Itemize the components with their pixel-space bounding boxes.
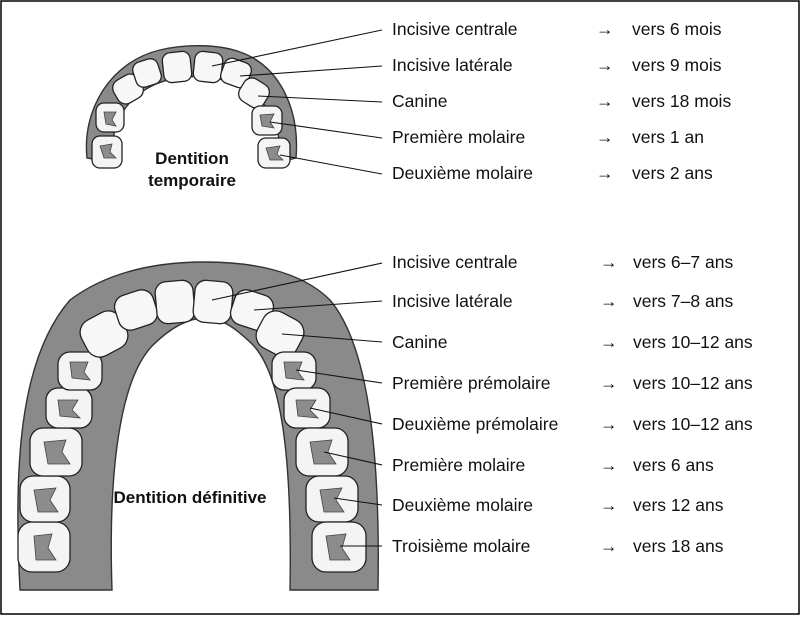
temp-groove [259,113,275,129]
permanent-leaders [211,262,383,547]
perm-label: Première molaire [392,455,525,475]
leader-line [295,369,383,384]
perm-label: Incisive centrale [392,252,517,272]
temp-groove [265,145,284,161]
arrow-glyph: → [600,252,618,272]
temp-tooth-central-left [161,50,193,84]
temp-groove [99,143,117,159]
perm-groove [283,361,305,381]
leader-line [211,262,383,301]
perm-tooth-central-right [192,279,234,325]
temp-label: Incisive centrale [392,19,517,39]
perm-age: vers 10–12 ans [633,373,753,393]
perm-label: Première prémolaire [392,373,551,393]
permanent-title: Dentition définitive [114,488,267,507]
leader-line [323,451,383,466]
temporary-arch: Dentition temporaire [85,45,298,190]
temporary-title-line1: Dentition [155,149,229,168]
temp-label: Incisive latérale [392,55,513,75]
arrow-glyph: → [600,455,618,475]
perm-age: vers 6 ans [633,455,714,475]
leader-line [309,407,383,425]
perm-tooth-canine-right [255,310,305,358]
perm-groove [295,399,320,419]
arrow-glyph: → [600,495,618,515]
temp-groove [103,111,117,127]
temp-age: vers 2 ans [632,163,713,183]
perm-groove [319,487,345,513]
temp-age: vers 1 an [632,127,704,147]
perm-label: Canine [392,332,447,352]
temp-tooth-lateral-left [132,58,162,88]
arrow-glyph: → [596,127,614,147]
leader-line [281,333,383,343]
permanent-arch: Dentition définitive [17,261,379,591]
temp-age: vers 6 mois [632,19,722,39]
temp-tooth-central-right [192,50,224,84]
arrow-glyph: → [600,414,618,434]
perm-age: vers 6–7 ans [633,252,733,272]
temporary-title-line2: temporaire [148,171,236,190]
perm-tooth-lateral-left [113,289,159,331]
arrow-glyph: → [600,332,618,352]
temp-label: Première molaire [392,127,525,147]
perm-groove [325,533,351,561]
temp-age: vers 9 mois [632,55,722,75]
perm-groove [33,487,59,513]
arrow-glyph: → [596,91,614,111]
perm-groove [309,439,337,465]
perm-groove [33,533,57,561]
leader-line [239,65,383,77]
perm-label: Deuxième molaire [392,495,533,515]
arrow-glyph: → [596,55,614,75]
perm-age: vers 10–12 ans [633,332,753,352]
temp-label: Deuxième molaire [392,163,533,183]
perm-age: vers 7–8 ans [633,291,733,311]
temp-age: vers 18 mois [632,91,731,111]
perm-label: Incisive latérale [392,291,513,311]
arrow-glyph: → [596,163,614,183]
perm-age: vers 18 ans [633,536,724,556]
perm-groove [69,361,91,381]
temporary-leaders [211,29,383,175]
perm-groove [43,439,71,465]
permanent-teeth [17,279,367,573]
temporary-teeth [91,50,291,169]
arrow-glyph: → [600,536,618,556]
arrow-glyph: → [600,291,618,311]
temp-tooth-canine-right [237,77,271,109]
leader-line [253,300,383,311]
perm-label: Troisième molaire [392,536,530,556]
permanent-labels: Incisive centrale → vers 6–7 ans Incisiv… [392,252,753,556]
perm-label: Deuxième prémolaire [392,414,558,434]
leader-line [279,154,383,175]
perm-groove [57,399,82,419]
perm-age: vers 10–12 ans [633,414,753,434]
arrow-glyph: → [600,373,618,393]
leader-line [257,95,383,103]
leader-line [333,497,383,506]
temp-label: Canine [392,91,447,111]
perm-age: vers 12 ans [633,495,724,515]
perm-tooth-central-left [154,279,196,325]
leader-line [211,29,383,67]
arrow-glyph: → [596,19,614,39]
leader-line [269,121,383,139]
temporary-labels: Incisive centrale → vers 6 mois Incisive… [392,19,731,183]
